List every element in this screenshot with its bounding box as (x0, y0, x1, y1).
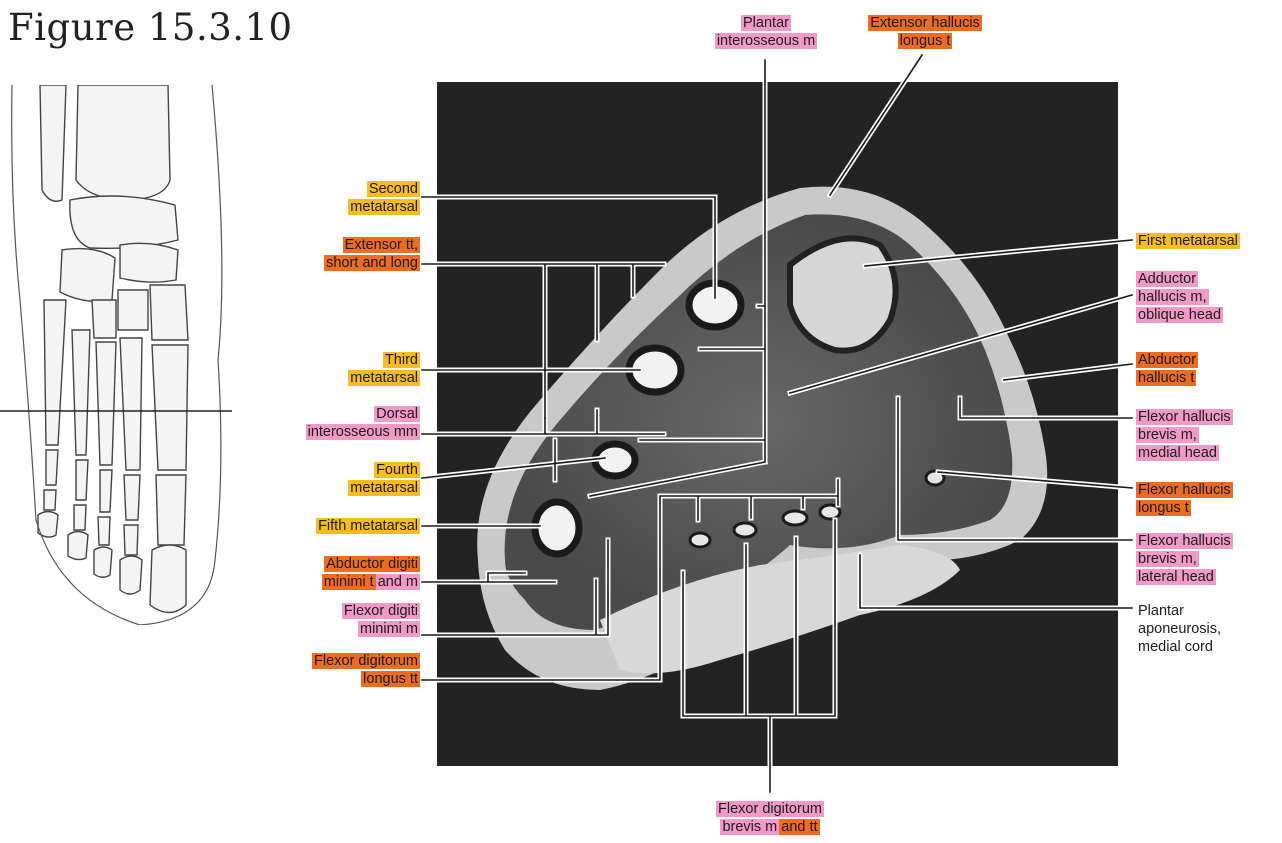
label-second-metatarsal: Second metatarsal (262, 180, 420, 216)
label-flexor-hallucis-longus: Flexor hallucis longus t (1136, 481, 1233, 517)
label-first-metatarsal: First metatarsal (1136, 232, 1240, 250)
label-flexor-digiti-minimi: Flexor digiti minimi m (262, 602, 420, 638)
label-plantar-interosseous: Plantar interosseous m (700, 14, 832, 50)
label-plantar-aponeurosis: Plantar aponeurosis, medial cord (1136, 602, 1223, 656)
label-fifth-metatarsal: Fifth metatarsal (262, 517, 420, 535)
label-abductor-hallucis: Abductor hallucis t (1136, 351, 1198, 387)
label-extensor-tendons: Extensor tt, short and long (262, 236, 420, 272)
label-third-metatarsal: Third metatarsal (262, 351, 420, 387)
label-flexor-hallucis-brevis-lateral: Flexor hallucis brevis m, lateral head (1136, 532, 1233, 586)
label-fourth-metatarsal: Fourth metatarsal (262, 461, 420, 497)
label-adductor-hallucis: Adductor hallucis m, oblique head (1136, 270, 1223, 324)
label-dorsal-interosseous: Dorsal interosseous mm (262, 405, 420, 441)
label-flexor-digitorum-longus: Flexor digitorum longus tt (262, 652, 420, 688)
label-extensor-hallucis-longus: Extensor hallucis longus t (860, 14, 990, 50)
label-flexor-hallucis-brevis-medial: Flexor hallucis brevis m, medial head (1136, 408, 1233, 462)
